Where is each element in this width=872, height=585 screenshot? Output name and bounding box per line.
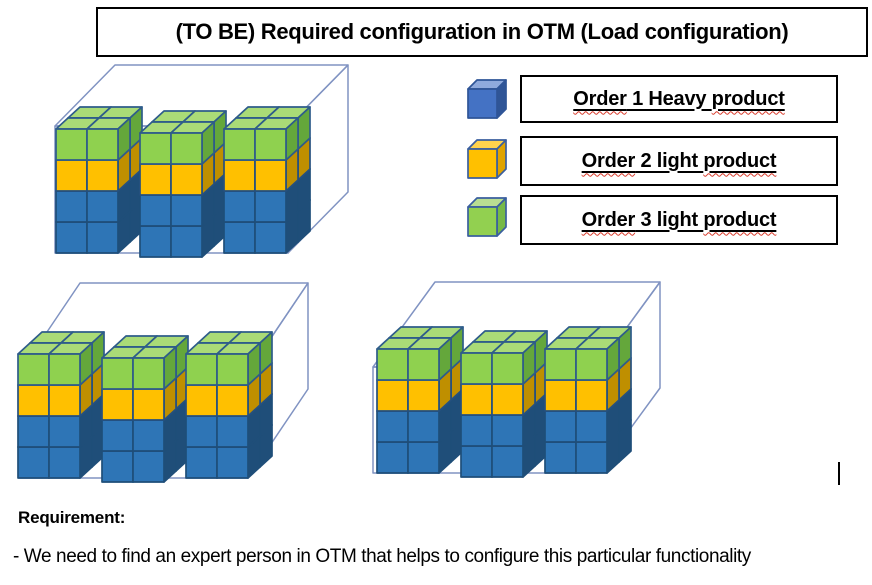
text-cursor (838, 462, 840, 485)
legend-label-order-1: Order 1 Heavy product (573, 87, 785, 110)
blue-cube-icon (467, 79, 507, 119)
title-box: (TO BE) Required configuration in OTM (L… (96, 7, 868, 57)
legend-item-order-1: Order 1 Heavy product (520, 75, 838, 123)
legend-item-order-3: Order 3 light product (520, 195, 838, 245)
legend-label-order-3: Order 3 light product (581, 208, 777, 231)
green-cube-icon (467, 197, 507, 237)
yellow-cube-icon (467, 139, 507, 179)
legend-item-order-2: Order 2 light product (520, 136, 838, 186)
requirement-heading: Requirement: (18, 508, 126, 527)
requirement-body: - We need to find an expert person in OT… (13, 546, 751, 567)
slide-title: (TO BE) Required configuration in OTM (L… (175, 19, 789, 44)
legend-label-order-2: Order 2 light product (581, 149, 777, 172)
